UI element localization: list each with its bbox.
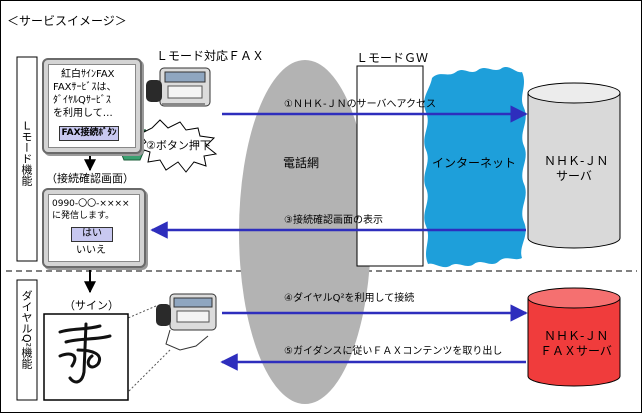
fax-server-name-line1: ＮＨＫ-ＪＮ [544,329,609,343]
fax-device-label: Ｌモード対応ＦＡＸ [156,49,265,63]
dial-function-label: ダイヤルQ²機能 [20,290,33,370]
confirm-screen: 0990-〇〇-×××× に発信します。 はい いいえ [42,188,146,268]
arrow-access-label: ①ＮＨＫ-ＪＮのサーバへアクセス [284,99,436,110]
fax-connect-button[interactable]: FAX接続ﾎﾞﾀﾝ [59,126,119,141]
confirm-message: に発信します。 [52,211,115,221]
lmode-gw-box [356,65,424,267]
dial-label-box [16,279,38,401]
diagram-title: ＜サービスイメージ＞ [7,14,127,28]
lmode-function-label: Ｌモード機能 [20,120,33,186]
menu-line-2: FAXｻｰﾋﾞｽは、 [53,82,117,93]
arrow-dial-label: ④ダイヤルQ²を利用して接続 [284,293,415,304]
menu-line-4: を利用して… [53,108,113,119]
server-name-line1: ＮＨＫ-ＪＮ [544,154,609,168]
pointer-line-1 [127,305,157,319]
arrow-fax-label: ⑤ガイダンスに従いＦＡＸコンテンツを取り出し [284,346,503,357]
signature-paper [43,313,129,401]
confirm-number: 0990-〇〇-×××× [52,199,130,209]
fax-machine-icon [146,67,211,107]
fax-machine-icon-2 [156,293,217,351]
arrow-confirm-label: ③接続確認画面の表示 [284,215,383,226]
internet-cloud [424,67,526,268]
menu-line-3: ﾀﾞｲﾔﾙQｻｰﾋﾞｽ [53,95,111,106]
phone-network-ellipse [239,60,371,404]
sign-caption: （サイン） [64,299,119,312]
lmode-label-box [16,56,38,262]
press-burst [136,119,218,173]
fax-server-cylinder [527,287,621,387]
nhk-server-cylinder [527,82,621,249]
lmode-menu-screen: 紅白ｻｲﾝFAX FAXｻｰﾋﾞｽは、 ﾀﾞｲﾔﾙQｻｰﾋﾞｽ を利用して… F… [42,58,142,154]
lmode-gw-label: ＬモードＧＷ [356,51,429,65]
button-press-label: ②ボタン押下 [146,139,211,152]
server-name-line2: サーバ [556,169,592,183]
pointer-line-2 [127,349,171,393]
confirm-screen-caption: （接続確認画面） [46,172,134,185]
internet-label: インターネット [432,156,517,170]
phone-network-label: 電話網 [283,156,320,170]
yes-button[interactable]: はい [71,227,113,242]
menu-line-1: 紅白ｻｲﾝFAX [61,69,115,80]
fax-server-name-line2: ＦＡＸサーバ [540,344,612,358]
no-button[interactable]: いいえ [76,245,106,256]
